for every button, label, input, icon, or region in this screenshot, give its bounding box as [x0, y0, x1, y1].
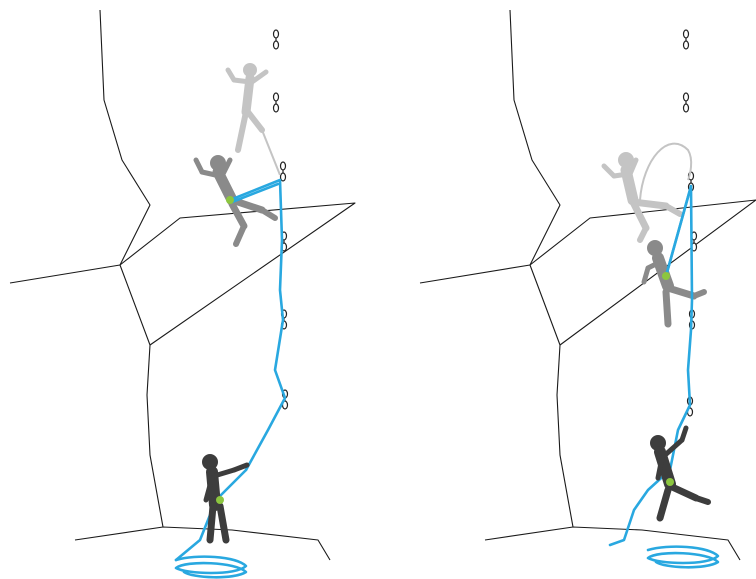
rock-wall-outline	[10, 10, 355, 560]
belayer-figure	[650, 428, 708, 518]
fall-diagram-left-panel	[0, 0, 378, 579]
harness-tie-in-point-icon	[216, 496, 224, 504]
climber-ghost-figure	[604, 144, 691, 240]
rock-wall-outline	[420, 10, 756, 560]
belayer-figure	[202, 454, 247, 540]
caught-climber-figure	[644, 240, 704, 324]
left-scene-svg	[0, 0, 378, 579]
rope	[176, 180, 285, 577]
harness-tie-in-point-icon	[666, 478, 674, 486]
right-scene-svg	[378, 0, 756, 579]
harness-tie-in-point-icon	[226, 196, 234, 204]
fall-diagram-right-panel	[378, 0, 756, 579]
harness-tie-in-point-icon	[662, 272, 670, 280]
climber-ghost-figure	[228, 63, 280, 175]
